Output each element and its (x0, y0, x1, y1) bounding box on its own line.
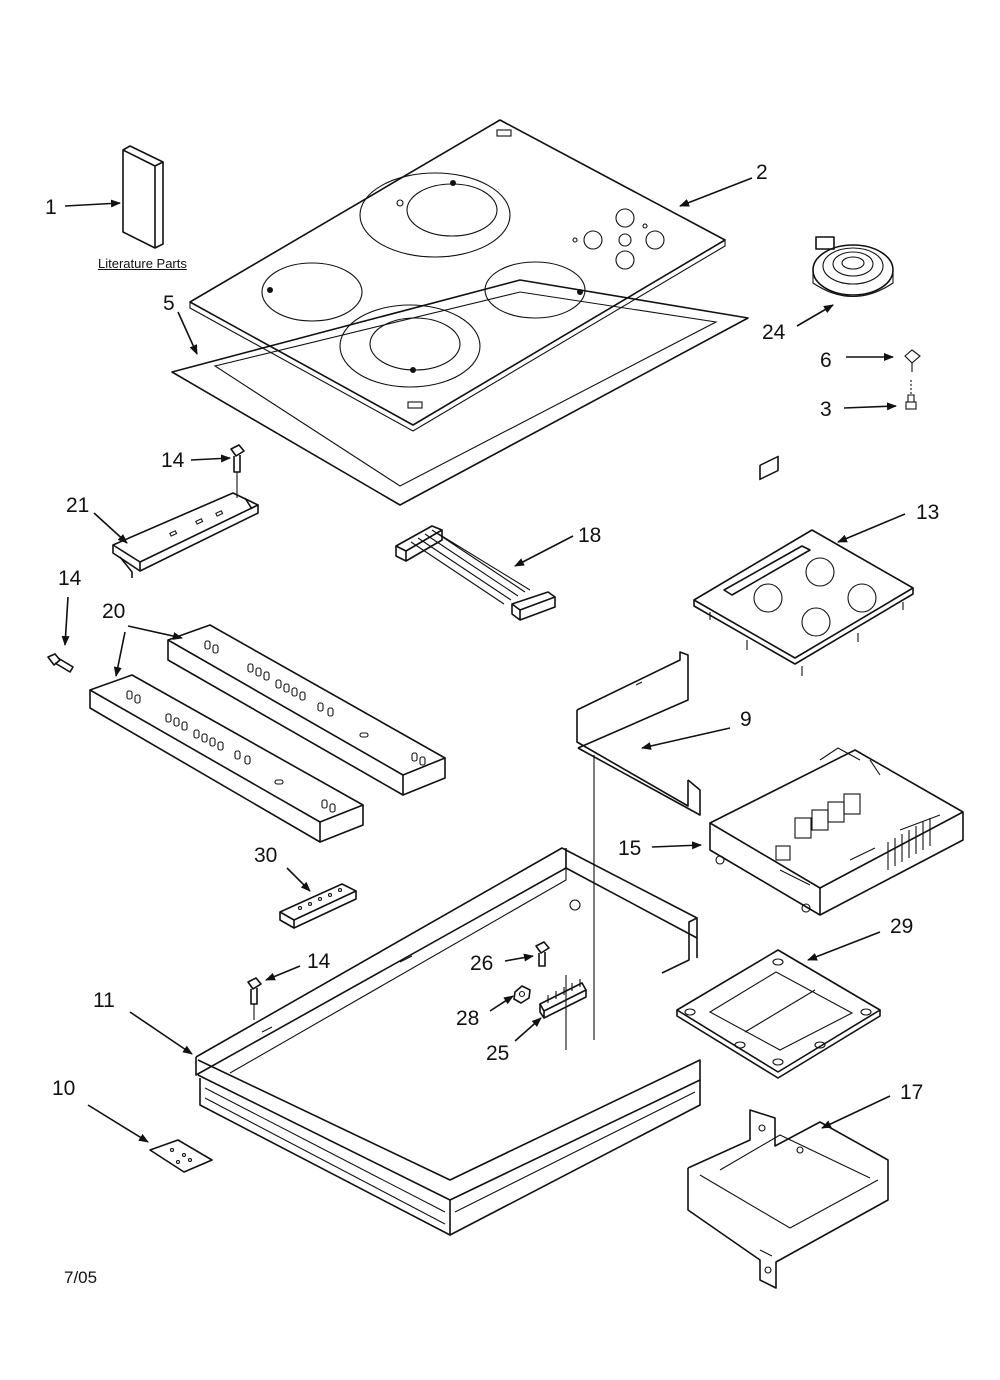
control-board (693, 529, 914, 676)
small-plate (149, 1139, 213, 1173)
callout-25: 25 (486, 1042, 510, 1065)
terminal-screw (535, 941, 550, 967)
callout-24: 24 (762, 321, 786, 344)
small-bracket-30 (279, 883, 357, 929)
terminal-block (539, 979, 587, 1019)
leader-lines (61, 177, 906, 1143)
control-touchpad-graphics (572, 208, 665, 270)
ribbon-cable (395, 525, 556, 621)
callout-2: 2 (756, 161, 768, 184)
callout-14-upper: 14 (161, 449, 185, 472)
callout-11: 11 (93, 989, 115, 1012)
callout-26: 26 (470, 952, 494, 975)
mounting-screw-left (47, 653, 74, 673)
callout-30: 30 (254, 844, 278, 867)
base-pan (195, 847, 701, 1236)
mounting-screw-lower (247, 977, 262, 1020)
glass-cooktop (189, 119, 726, 432)
screw (905, 380, 917, 410)
callout-28: 28 (456, 1007, 480, 1030)
callout-5: 5 (163, 292, 175, 315)
shield-bracket (576, 651, 701, 1040)
side-rail-lower (89, 674, 364, 843)
callout-13: 13 (916, 501, 940, 524)
literature-booklet (122, 145, 164, 249)
side-rail-upper (167, 624, 446, 796)
cooktop-gasket (171, 279, 749, 506)
callout-1: 1 (45, 196, 57, 219)
callout-18: 18 (578, 524, 602, 547)
date-code: 7/05 (64, 1268, 98, 1287)
callout-14-left: 14 (58, 567, 82, 590)
mounting-plate (676, 949, 881, 1079)
callout-14-lower: 14 (307, 950, 331, 973)
callout-3: 3 (820, 398, 832, 421)
callout-29: 29 (890, 915, 914, 938)
mounting-screw-upper (230, 444, 245, 498)
box-bracket (687, 1109, 889, 1289)
callout-6: 6 (820, 349, 832, 372)
literature-parts-label: Literature Parts (98, 256, 187, 271)
hex-nut (513, 985, 531, 1004)
spring-clip (904, 349, 921, 372)
relay-board-tray (709, 455, 964, 916)
callout-17: 17 (900, 1081, 924, 1104)
bracket-21 (112, 492, 259, 578)
callout-10: 10 (52, 1077, 76, 1100)
callout-21: 21 (66, 494, 90, 517)
callout-20: 20 (102, 600, 126, 623)
callout-9: 9 (740, 708, 752, 731)
radiant-surface-element (812, 236, 894, 298)
callout-15: 15 (618, 837, 642, 860)
